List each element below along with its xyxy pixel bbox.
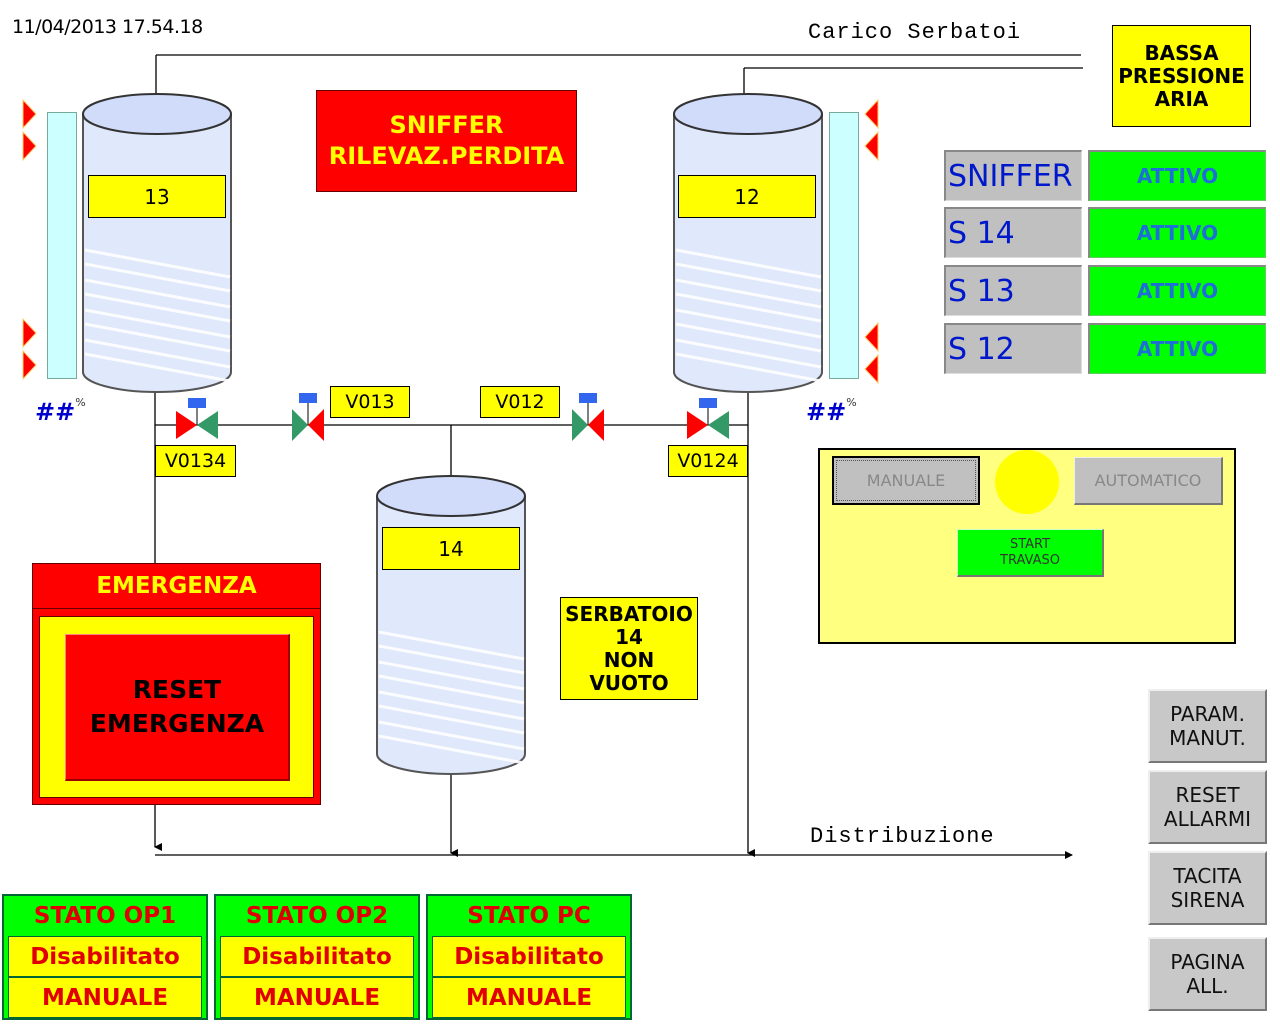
station-state-pc: STATO PC Disabilitato MANUALE xyxy=(426,894,632,1020)
valve-v012-label: V012 xyxy=(480,386,560,418)
valve-v0124-icon[interactable] xyxy=(687,398,729,439)
tank-12[interactable]: 12 xyxy=(673,92,823,394)
state-title: STATO OP2 xyxy=(245,903,389,929)
tank13-level-percent: ##% xyxy=(35,396,86,426)
sensor-state-s12: ATTIVO xyxy=(1088,323,1266,374)
sensor-state-sniffer: ATTIVO xyxy=(1088,150,1266,201)
state-mode: MANUALE xyxy=(8,977,202,1018)
alarm-line: NON VUOTO xyxy=(589,647,669,695)
button-line: ALL. xyxy=(1186,974,1229,998)
mode-indicator-lamp xyxy=(995,450,1059,514)
alarm-line: PRESSIONE xyxy=(1118,63,1245,88)
state-title: STATO PC xyxy=(467,903,591,929)
sensor-name-s12: S 12 xyxy=(944,323,1082,374)
alarm-page-button[interactable]: PAGINA ALL. xyxy=(1148,937,1267,1011)
percent-sign: % xyxy=(75,396,86,409)
state-enable: Disabilitato xyxy=(432,936,626,977)
button-line: PARAM. xyxy=(1170,702,1245,726)
state-enable: Disabilitato xyxy=(8,936,202,977)
button-line: PAGINA xyxy=(1170,950,1245,974)
state-mode: MANUALE xyxy=(432,977,626,1018)
valve-v013-label: V013 xyxy=(330,386,410,418)
tank-14-cylinder-icon xyxy=(376,475,526,775)
valve-v0124-label: V0124 xyxy=(668,445,748,477)
tank-12-cylinder-icon xyxy=(673,93,823,393)
percent-sign: % xyxy=(846,396,857,409)
valve-v013-icon[interactable] xyxy=(292,393,324,441)
valve-v0134-label: V0134 xyxy=(155,445,236,477)
alarm-line: SERBATOIO xyxy=(565,601,693,626)
maintenance-params-button[interactable]: PARAM. MANUT. xyxy=(1148,689,1267,763)
tank-14-id: 14 xyxy=(382,527,520,570)
silence-siren-button[interactable]: TACITA SIRENA xyxy=(1148,851,1267,925)
level-value: ## xyxy=(35,398,76,426)
datetime-display: 11/04/2013 17.54.18 xyxy=(12,16,203,38)
tank14-not-empty-alarm: SERBATOIO 14 NON VUOTO xyxy=(560,597,698,700)
button-line: EMERGENZA xyxy=(89,709,265,738)
tank-13[interactable]: 13 xyxy=(82,92,232,394)
distribution-line-label: Distribuzione xyxy=(810,824,995,849)
button-line: TACITA xyxy=(1173,864,1242,888)
emergency-panel: EMERGENZA RESET EMERGENZA xyxy=(32,563,321,805)
sniffer-leak-alarm: SNIFFER RILEVAZ.PERDITA xyxy=(316,90,577,192)
sensor-state-s14: ATTIVO xyxy=(1088,207,1266,258)
button-line: MANUT. xyxy=(1169,726,1246,750)
sensor-name-sniffer: SNIFFER xyxy=(944,150,1082,201)
tank-12-id: 12 xyxy=(678,175,816,218)
button-line: RESET xyxy=(1175,783,1240,807)
valve-v012-icon[interactable] xyxy=(572,393,604,441)
state-enable: Disabilitato xyxy=(220,936,414,977)
level-alarm-markers-tank12 xyxy=(864,98,879,385)
reset-alarms-button[interactable]: RESET ALLARMI xyxy=(1148,770,1267,844)
manual-mode-button[interactable]: MANUALE xyxy=(832,456,980,505)
state-title: STATO OP1 xyxy=(33,903,177,929)
load-line-label: Carico Serbatoi xyxy=(808,20,1022,45)
alarm-line: BASSA xyxy=(1144,40,1219,65)
button-line: ALLARMI xyxy=(1163,807,1252,831)
valve-v0134-icon[interactable] xyxy=(176,398,218,439)
tank-13-id: 13 xyxy=(88,175,226,218)
button-line: START xyxy=(1009,536,1051,552)
button-line: SIRENA xyxy=(1170,888,1245,912)
alarm-line: RILEVAZ.PERDITA xyxy=(328,142,565,170)
tank12-level-percent: ##% xyxy=(806,396,857,426)
station-state-op1: STATO OP1 Disabilitato MANUALE xyxy=(2,894,208,1020)
automatic-mode-button[interactable]: AUTOMATICO xyxy=(1074,457,1223,505)
start-transfer-button[interactable]: START TRAVASO xyxy=(957,529,1104,577)
sensor-state-s13: ATTIVO xyxy=(1088,265,1266,316)
sensor-name-s14: S 14 xyxy=(944,207,1082,258)
low-air-pressure-alarm: BASSA PRESSIONE ARIA xyxy=(1112,25,1251,127)
alarm-line: SNIFFER xyxy=(389,110,504,139)
sensor-name-s13: S 13 xyxy=(944,265,1082,316)
alarm-line: ARIA xyxy=(1154,86,1209,111)
tank12-level-bar xyxy=(829,112,859,379)
button-line: RESET xyxy=(132,675,222,705)
level-value: ## xyxy=(806,398,847,426)
emergency-title: EMERGENZA xyxy=(33,564,320,609)
tank-14[interactable]: 14 xyxy=(376,474,526,776)
tank13-level-bar xyxy=(47,112,77,379)
state-mode: MANUALE xyxy=(220,977,414,1018)
tank-13-cylinder-icon xyxy=(82,93,232,393)
emergency-frame: RESET EMERGENZA xyxy=(39,616,314,798)
reset-emergency-button[interactable]: RESET EMERGENZA xyxy=(65,634,290,781)
alarm-line: 14 xyxy=(615,624,643,649)
button-line: TRAVASO xyxy=(1000,552,1060,568)
level-alarm-markers-tank13 xyxy=(22,98,37,381)
station-state-op2: STATO OP2 Disabilitato MANUALE xyxy=(214,894,420,1020)
